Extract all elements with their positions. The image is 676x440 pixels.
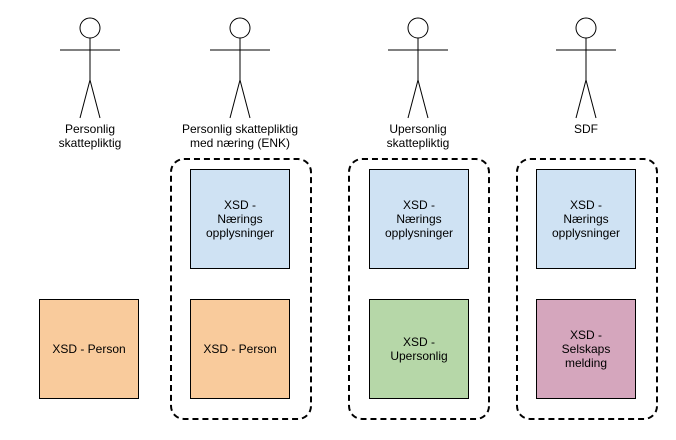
xsd-naerings-box: XSD - Nærings opplysninger <box>536 169 636 269</box>
actor-figure-upersonlig <box>368 0 468 120</box>
stick-figure-icon <box>60 17 120 119</box>
group-sdf <box>516 158 658 420</box>
actor-label-personlig: Personlig skattepliktig <box>58 122 122 150</box>
actor-label-sdf: SDF <box>574 122 598 136</box>
actor-label-upersonlig: Upersonlig skattepliktig <box>386 122 450 150</box>
xsd-selskaps-box: XSD - Selskaps melding <box>536 299 636 399</box>
xsd-person-box: XSD - Person <box>190 299 290 399</box>
actor-label-enk: Personlig skattepliktig med næring (ENK) <box>181 122 299 150</box>
actor-figure-enk <box>190 0 290 120</box>
group-enk <box>170 158 312 420</box>
actor-figure-personlig <box>40 0 140 120</box>
xsd-naerings-box: XSD - Nærings opplysninger <box>190 169 290 269</box>
group-upersonlig <box>348 158 490 420</box>
stick-figure-icon <box>556 17 616 119</box>
stick-figure-icon <box>210 17 270 119</box>
stick-figure-icon <box>388 17 448 119</box>
xsd-naerings-box: XSD - Nærings opplysninger <box>369 169 469 269</box>
actor-figure-sdf <box>536 0 636 120</box>
xsd-upersonlig-box: XSD - Upersonlig <box>369 299 469 399</box>
xsd-person-box: XSD - Person <box>39 299 139 399</box>
